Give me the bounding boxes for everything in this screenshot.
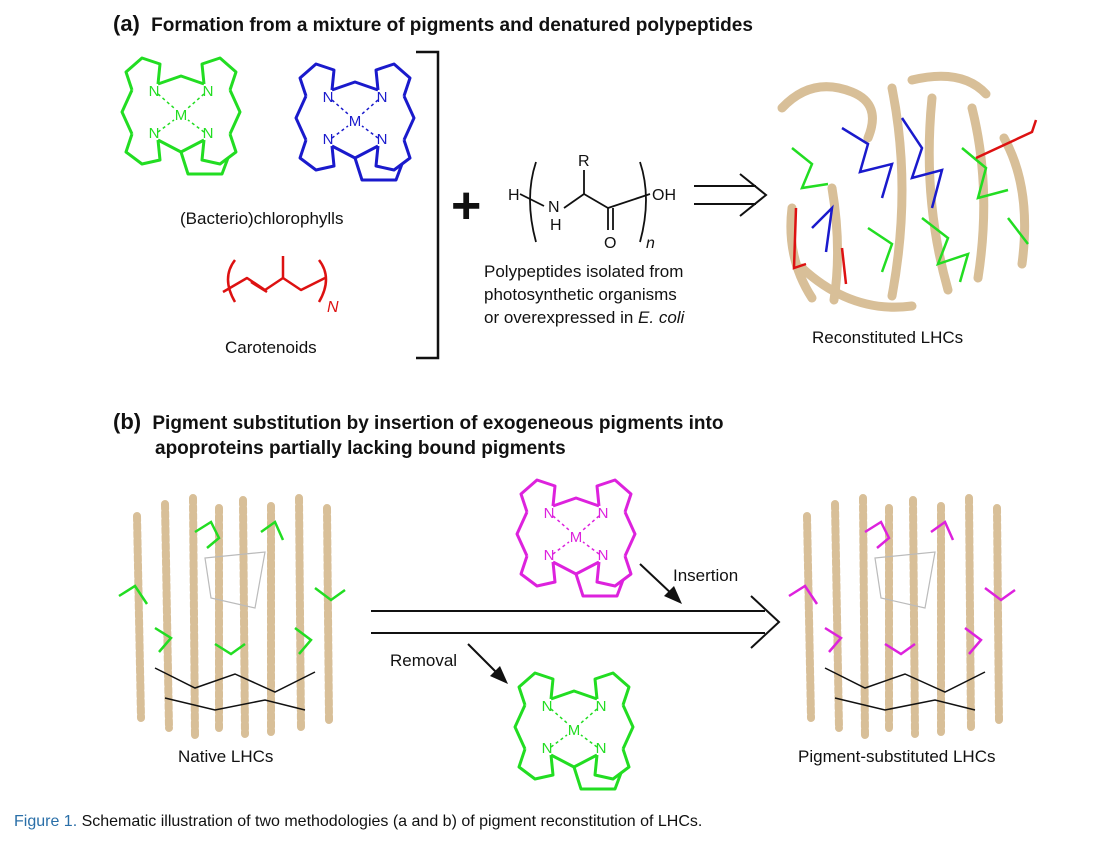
inserted-pigment-n2: N	[598, 505, 609, 522]
peptide-repeat-n: n	[646, 235, 655, 252]
reconstituted-lhc-label: Reconstituted LHCs	[812, 328, 964, 347]
native-lhc-structure	[118, 494, 346, 740]
polypeptide-desc-line3: or overexpressed in E. coli	[484, 307, 684, 328]
polypeptide-structure: H N H R OH O n	[508, 153, 676, 252]
bchl-green-n2: N	[203, 83, 214, 100]
plus-sign: +	[451, 177, 482, 235]
peptide-oh: OH	[652, 187, 676, 204]
removed-pigment-n1: N	[542, 698, 553, 715]
substitution-arrow-icon	[371, 595, 781, 649]
removal-arrow-icon	[467, 643, 508, 684]
inserted-pigment-n1: N	[544, 505, 555, 522]
panel-b-title-line2: apoproteins partially lacking bound pigm…	[155, 438, 566, 459]
bchl-green-n1: N	[149, 83, 160, 100]
bchl-green-structure: N N N N M	[120, 56, 242, 176]
inserted-pigment-metal: M	[570, 529, 583, 546]
bchl-green-metal: M	[175, 107, 188, 124]
panel-a-title: (a) Formation from a mixture of pigments…	[113, 12, 753, 38]
polypeptide-desc-line1: Polypeptides isolated from	[484, 262, 684, 281]
insertion-label: Insertion	[673, 566, 739, 585]
bchl-green-n4: N	[203, 125, 214, 142]
bchl-green-n3: N	[149, 125, 160, 142]
bchl-blue-n4: N	[377, 131, 388, 148]
inserted-pigment-n4: N	[598, 547, 609, 564]
panel-a-title-text: Formation from a mixture of pigments and…	[151, 15, 753, 36]
bchl-blue-n1: N	[323, 89, 334, 106]
carotenoid-label: Carotenoids	[225, 338, 317, 357]
panel-b-title-line1: Pigment substitution by insertion of exo…	[152, 413, 724, 434]
inserted-pigment-structure: N N N N M	[515, 478, 637, 598]
inserted-pigment-n3: N	[544, 547, 555, 564]
peptide-n: N	[548, 199, 560, 216]
reconstitution-arrow-icon	[694, 173, 768, 217]
panel-a-tag: (a)	[113, 11, 140, 36]
removed-pigment-n3: N	[542, 740, 553, 757]
figure-number: Figure 1.	[14, 813, 78, 830]
removed-pigment-n4: N	[596, 740, 607, 757]
native-lhc-label: Native LHCs	[178, 747, 274, 766]
polypeptide-desc-line2: photosynthetic organisms	[484, 285, 677, 304]
bchl-blue-metal: M	[349, 113, 362, 130]
removed-pigment-metal: M	[568, 722, 581, 739]
figure-caption: Figure 1. Schematic illustration of two …	[14, 812, 702, 832]
substituted-lhc-structure	[788, 494, 1016, 740]
panel-b-title: (b) Pigment substitution by insertion of…	[113, 410, 723, 436]
bchl-blue-structure: N N N N M	[294, 62, 416, 182]
removed-pigment-n2: N	[596, 698, 607, 715]
substituted-lhc-label: Pigment-substituted LHCs	[798, 747, 996, 766]
peptide-h-terminal: H	[508, 187, 520, 204]
removal-label: Removal	[390, 651, 458, 670]
removed-pigment-structure: N N N N M	[513, 671, 635, 791]
peptide-r-group: R	[578, 153, 590, 170]
polypeptide-desc-line3-organism: E. coli	[638, 308, 685, 327]
insertion-arrow-icon	[639, 563, 682, 604]
bchl-blue-n2: N	[377, 89, 388, 106]
bchl-blue-n3: N	[323, 131, 334, 148]
carotenoid-structure: N	[222, 256, 339, 316]
peptide-nh-h: H	[550, 217, 562, 234]
pigment-bracket	[416, 50, 440, 360]
figure-caption-text: Schematic illustration of two methodolog…	[77, 813, 703, 830]
carotenoid-repeat: N	[327, 299, 339, 316]
peptide-o: O	[604, 235, 616, 252]
bchl-label: (Bacterio)chlorophylls	[180, 209, 344, 228]
reconstituted-lhc-structure	[777, 71, 1038, 312]
panel-b-tag: (b)	[113, 409, 142, 434]
polypeptide-desc-line3-prefix: or overexpressed in	[484, 308, 639, 327]
